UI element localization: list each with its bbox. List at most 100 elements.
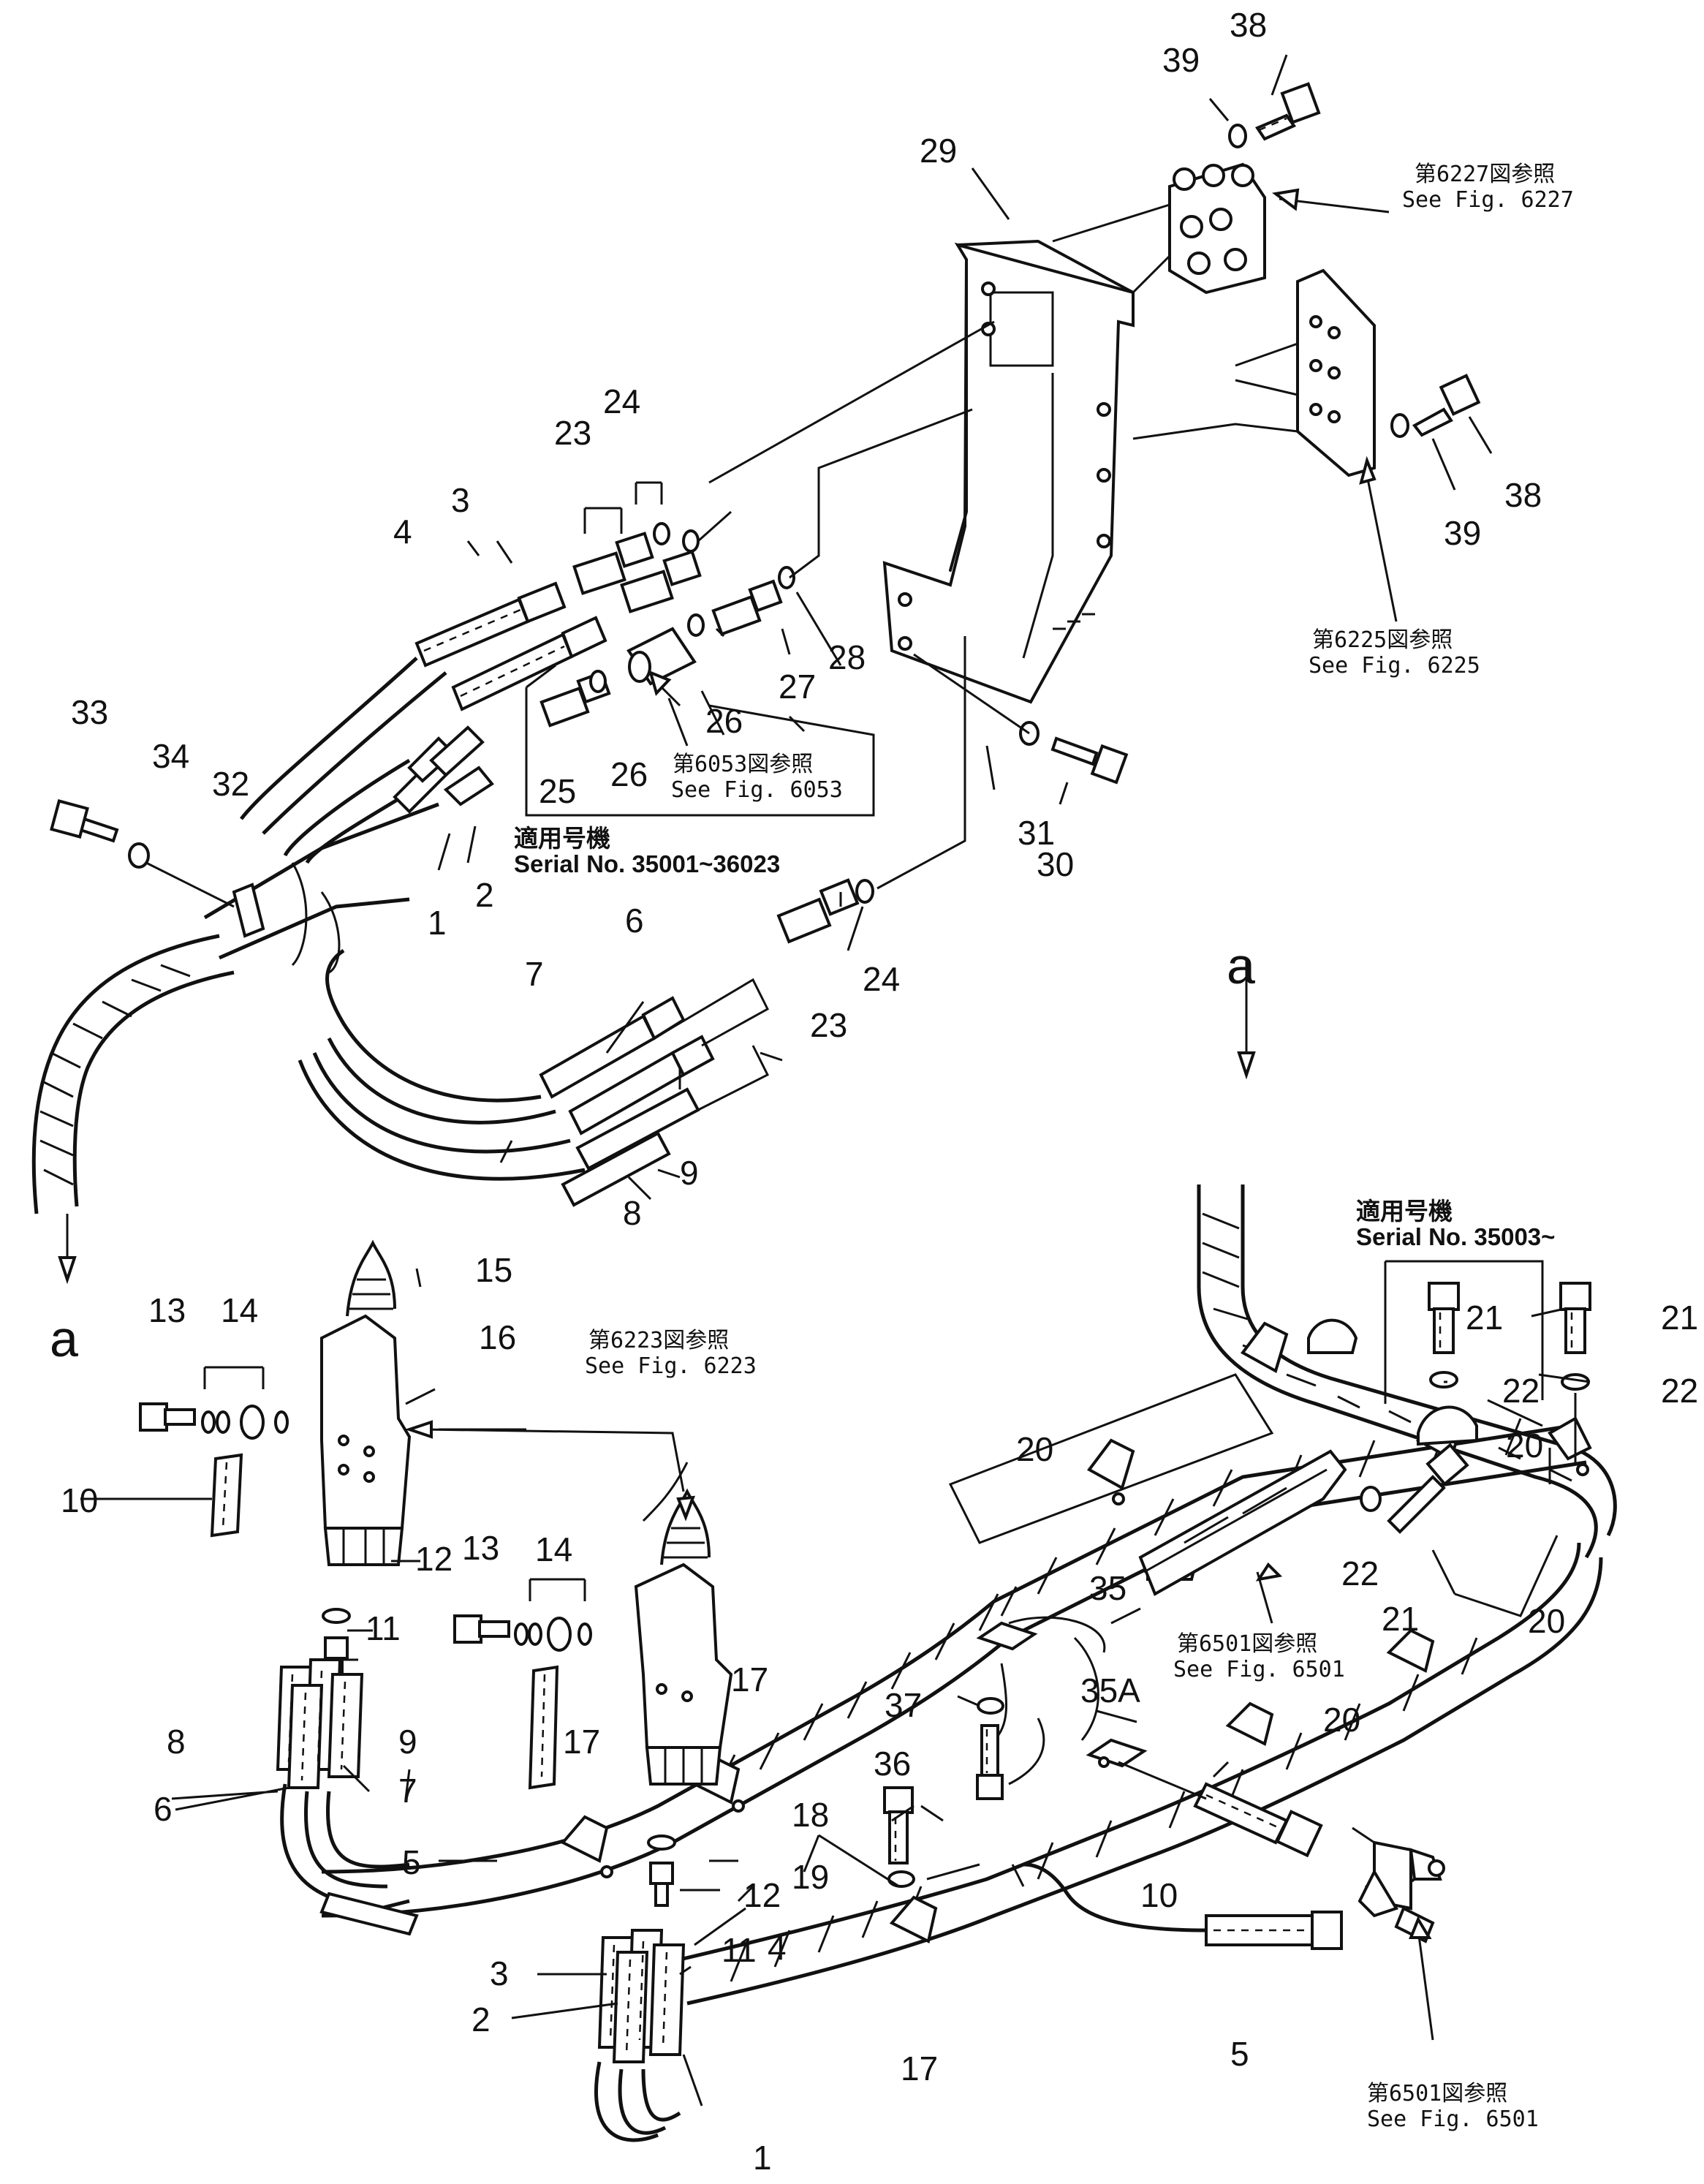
part-label-9-b: 9 bbox=[398, 1723, 417, 1761]
washer-14-b2 bbox=[528, 1622, 542, 1646]
part-label-14-b: 14 bbox=[535, 1530, 572, 1568]
part-label-5-a: 5 bbox=[402, 1843, 421, 1881]
part-label-32: 32 bbox=[212, 765, 249, 803]
marker-a-left: a bbox=[50, 1310, 78, 1367]
part-label-7-b: 7 bbox=[398, 1772, 417, 1810]
washer-14-a2 bbox=[216, 1410, 230, 1434]
clamp-20-f bbox=[1225, 1701, 1274, 1746]
ref-6501b-en: See Fig. 6501 bbox=[1367, 2106, 1539, 2132]
part-label-28: 28 bbox=[828, 638, 866, 676]
part-label-38: 38 bbox=[1230, 6, 1267, 44]
part-label-24-lower: 24 bbox=[863, 960, 900, 998]
ref-6501a-en: See Fig. 6501 bbox=[1173, 1657, 1345, 1682]
hose-ends-center bbox=[594, 1929, 686, 2142]
bolt-38-lower bbox=[1412, 374, 1481, 437]
guard-part bbox=[1138, 1449, 1347, 1596]
part-label-31: 31 bbox=[1018, 814, 1055, 852]
part-label-3: 3 bbox=[451, 481, 470, 519]
part-label-4: 4 bbox=[393, 513, 412, 551]
part-label-26-left: 26 bbox=[610, 755, 648, 793]
clamp-20-b bbox=[1241, 1321, 1289, 1373]
part-label-22-c: 22 bbox=[1341, 1554, 1379, 1592]
part-label-20-b: 20 bbox=[1506, 1427, 1543, 1465]
fitting-23-a bbox=[572, 532, 654, 595]
washer-37 bbox=[977, 1697, 1004, 1715]
pilot-valve-right bbox=[634, 1488, 733, 1786]
bracket-plate bbox=[882, 240, 1135, 704]
pilot-valve-left bbox=[320, 1239, 412, 1566]
hose-ends-left bbox=[276, 1658, 419, 1936]
part-label-36: 36 bbox=[874, 1745, 911, 1783]
marker-a-left-arrowhead bbox=[58, 1256, 77, 1285]
o-ring-24-c bbox=[855, 879, 874, 904]
clamp-35 bbox=[976, 1621, 1038, 1651]
hose-10-lower bbox=[528, 1665, 559, 1790]
banjo-eye-b bbox=[547, 1617, 572, 1652]
washer-22-c bbox=[1360, 1486, 1382, 1512]
hose-10-end bbox=[1118, 1761, 1323, 1858]
ref-6501b-jp: 第6501図参照 bbox=[1367, 2081, 1507, 2106]
part-label-23: 23 bbox=[554, 414, 591, 452]
part-label-2: 2 bbox=[475, 876, 494, 914]
fitting-23-b bbox=[620, 550, 702, 613]
part-label-9: 9 bbox=[680, 1154, 699, 1192]
ref-6223-en: See Fig. 6223 bbox=[585, 1353, 757, 1379]
ref-6223-jp: 第6223図参照 bbox=[588, 1328, 729, 1353]
part-label-17-a: 17 bbox=[731, 1660, 768, 1699]
serial-2-en: Serial No. 35003~ bbox=[1356, 1223, 1555, 1250]
banjo-13-b bbox=[453, 1614, 510, 1644]
bolt-30 bbox=[1050, 736, 1129, 785]
bolt-18 bbox=[883, 1786, 914, 1864]
part-label-37: 37 bbox=[885, 1686, 922, 1724]
o-ring-12-b bbox=[647, 1835, 676, 1851]
washer-14-b3 bbox=[578, 1622, 592, 1646]
part-label-1: 1 bbox=[428, 904, 447, 942]
fitting-23-c bbox=[776, 878, 860, 944]
part-label-14: 14 bbox=[221, 1291, 258, 1329]
washer-14-a1 bbox=[201, 1410, 216, 1434]
o-ring-26-a bbox=[589, 670, 607, 693]
o-ring-26-b bbox=[687, 613, 705, 637]
clamp-17-b bbox=[560, 1815, 613, 1878]
part-label-21-a: 21 bbox=[1466, 1299, 1503, 1337]
part-label-10: 10 bbox=[61, 1481, 98, 1519]
part-label-26-right: 26 bbox=[705, 702, 743, 740]
fitting-27 bbox=[711, 579, 783, 636]
washer-22-a bbox=[1429, 1371, 1458, 1388]
part-label-6-b: 6 bbox=[154, 1790, 173, 1828]
manifold-block bbox=[1132, 268, 1376, 477]
ref-6227-jp: 第6227図参照 bbox=[1415, 162, 1555, 187]
serial-1-jp: 適用号機 bbox=[514, 825, 610, 852]
ref-6053-en: See Fig. 6053 bbox=[671, 777, 843, 803]
clamp-17-c bbox=[889, 1895, 938, 1943]
ref-6227-en: See Fig. 6227 bbox=[1402, 187, 1574, 213]
part-label-6: 6 bbox=[625, 902, 644, 940]
part-label-30: 30 bbox=[1037, 845, 1074, 883]
part-label-3-b: 3 bbox=[490, 1954, 509, 1992]
bolt-21-b bbox=[1559, 1282, 1591, 1354]
serial-1-en: Serial No. 35001~36023 bbox=[514, 850, 780, 877]
elbow-fitting bbox=[1352, 1826, 1445, 1943]
banjo-13-a bbox=[139, 1402, 196, 1432]
clamp-20-a bbox=[1087, 1438, 1135, 1505]
washer-14-a3 bbox=[274, 1410, 289, 1434]
part-label-17-b: 17 bbox=[563, 1723, 600, 1761]
part-label-4-b: 4 bbox=[768, 1929, 787, 1967]
o-ring-12-a bbox=[322, 1608, 351, 1624]
part-label-10-b: 10 bbox=[1140, 1876, 1178, 1914]
sleeve-part bbox=[626, 627, 697, 686]
marker-a-arrowhead bbox=[1237, 1051, 1256, 1080]
clamp-35a bbox=[1086, 1738, 1148, 1768]
o-ring-24-b bbox=[682, 529, 700, 553]
serial-2-jp: 適用号機 bbox=[1356, 1198, 1453, 1225]
part-label-22-b: 22 bbox=[1661, 1372, 1698, 1410]
ref-6501a-jp: 第6501図参照 bbox=[1177, 1631, 1317, 1657]
part-label-13-b: 13 bbox=[462, 1529, 499, 1567]
part-label-29: 29 bbox=[920, 132, 957, 170]
marker-a-top: a bbox=[1227, 937, 1255, 994]
part-label-23-lower: 23 bbox=[810, 1006, 847, 1044]
part-label-20-a: 20 bbox=[1016, 1430, 1053, 1468]
spiral-hose-left bbox=[31, 802, 439, 1214]
washer-34 bbox=[128, 842, 150, 869]
